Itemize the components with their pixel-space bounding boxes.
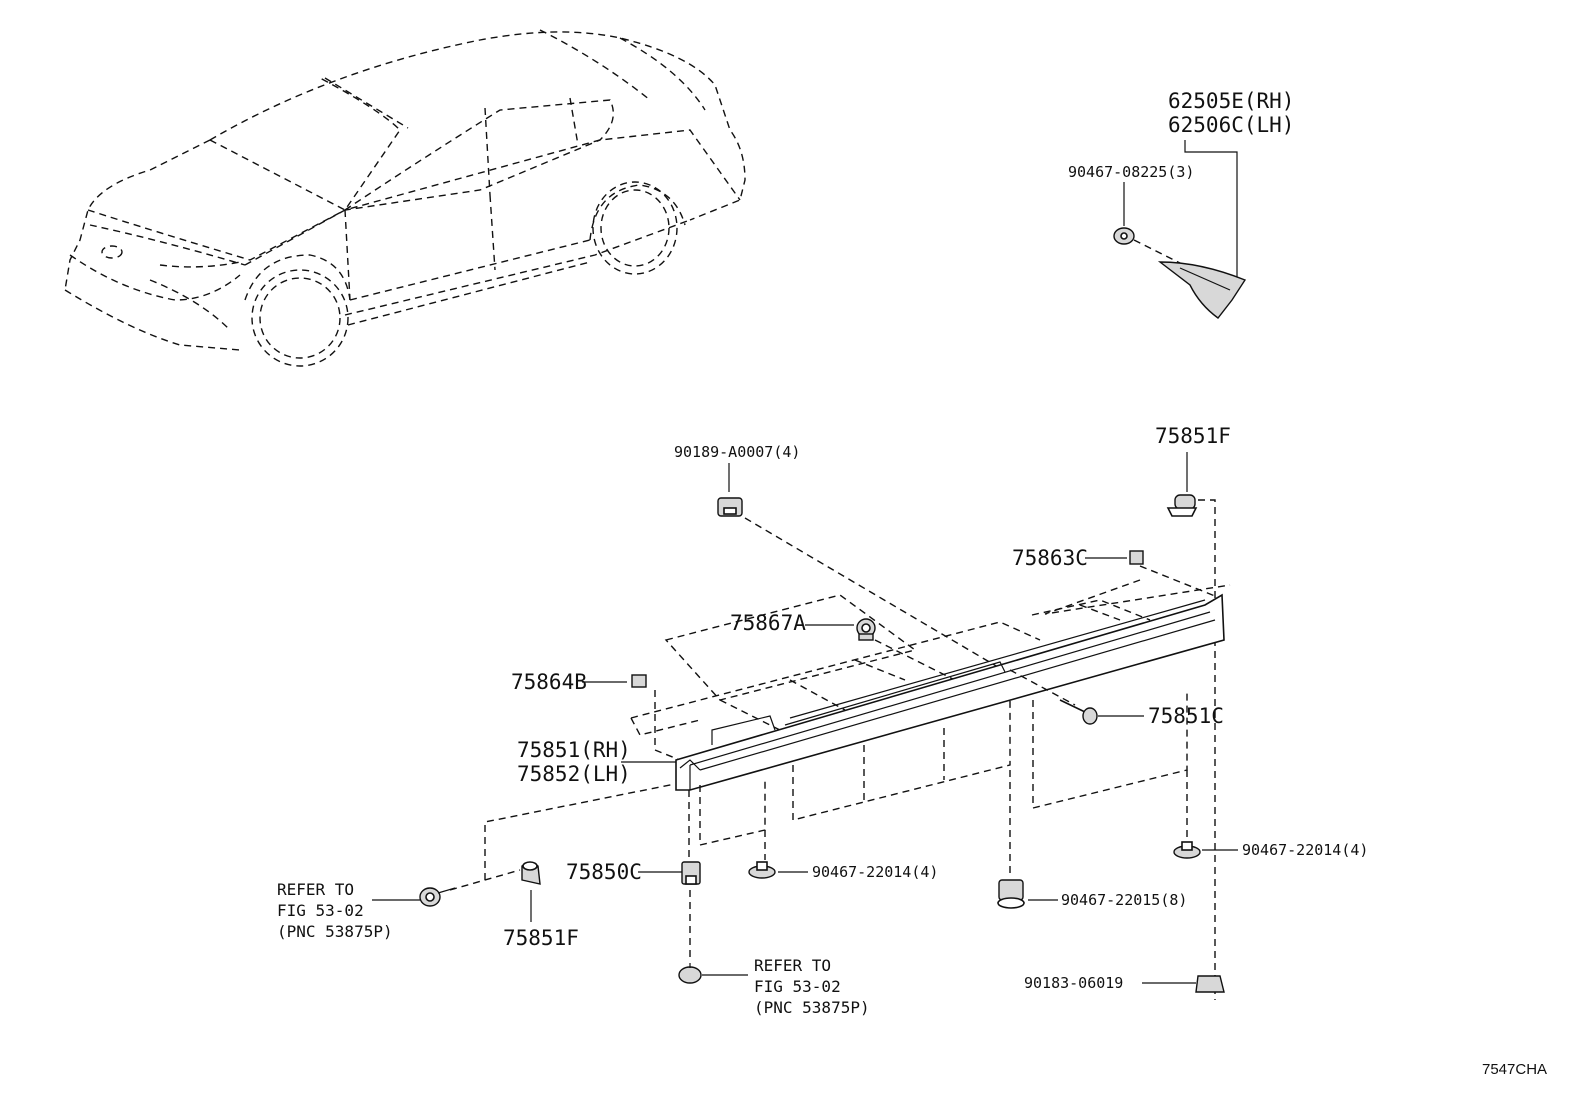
- vehicle-illustration: [64, 29, 746, 367]
- label-90467-08225: 90467-08225(3): [1068, 163, 1194, 181]
- pad-icon: [1129, 550, 1144, 565]
- label-90467-22014-lower: 90467-22014(4): [812, 863, 938, 881]
- refer-bottom-line2: FIG 53-02: [754, 977, 841, 996]
- rocker-panel: [675, 593, 1225, 791]
- garnish-part: [1157, 261, 1247, 319]
- figure-code: 7547CHA: [1482, 1061, 1547, 1078]
- nut-icon: [748, 861, 776, 879]
- clip-icon: [1113, 227, 1135, 245]
- pad-icon: [631, 674, 647, 688]
- label-90189: 90189-A0007(4): [674, 443, 800, 461]
- refer-bottom-line3: (PNC 53875P): [754, 998, 870, 1017]
- label-75851rh: 75851(RH): [517, 738, 631, 762]
- bolt-icon: [678, 963, 702, 984]
- label-75867a: 75867A: [730, 611, 806, 635]
- bolt-icon: [419, 887, 456, 907]
- label-90183-06019: 90183-06019: [1024, 974, 1123, 992]
- label-75864b: 75864B: [511, 670, 587, 694]
- label-75851f-bottom: 75851F: [503, 926, 579, 950]
- label-75850c: 75850C: [566, 860, 642, 884]
- label-62505e: 62505E(RH): [1168, 89, 1294, 113]
- clip-icon: [681, 861, 701, 885]
- screw-icon: [1059, 699, 1098, 725]
- refer-bottom-line1: REFER TO: [754, 956, 831, 975]
- clip-icon: [521, 861, 541, 885]
- clip-icon: [997, 879, 1025, 909]
- refer-left-line1: REFER TO: [277, 880, 354, 899]
- nut-icon: [717, 497, 743, 517]
- label-90467-22014-right: 90467-22014(4): [1242, 841, 1368, 859]
- nut-icon: [1173, 841, 1201, 859]
- garnish-group: 62505E(RH) 62506C(LH) 90467-08225(3): [1068, 89, 1294, 319]
- refer-left-line3: (PNC 53875P): [277, 922, 393, 941]
- fastener-icon: [856, 618, 876, 641]
- label-75852lh: 75852(LH): [517, 762, 631, 786]
- nut-icon: [1195, 975, 1225, 993]
- label-75851f-top: 75851F: [1155, 424, 1231, 448]
- refer-left-line2: FIG 53-02: [277, 901, 364, 920]
- clip-icon: [1166, 494, 1198, 517]
- label-62506c: 62506C(LH): [1168, 113, 1294, 137]
- label-75851c: 75851C: [1148, 704, 1224, 728]
- label-90467-22015: 90467-22015(8): [1061, 891, 1187, 909]
- label-75863c: 75863C: [1012, 546, 1088, 570]
